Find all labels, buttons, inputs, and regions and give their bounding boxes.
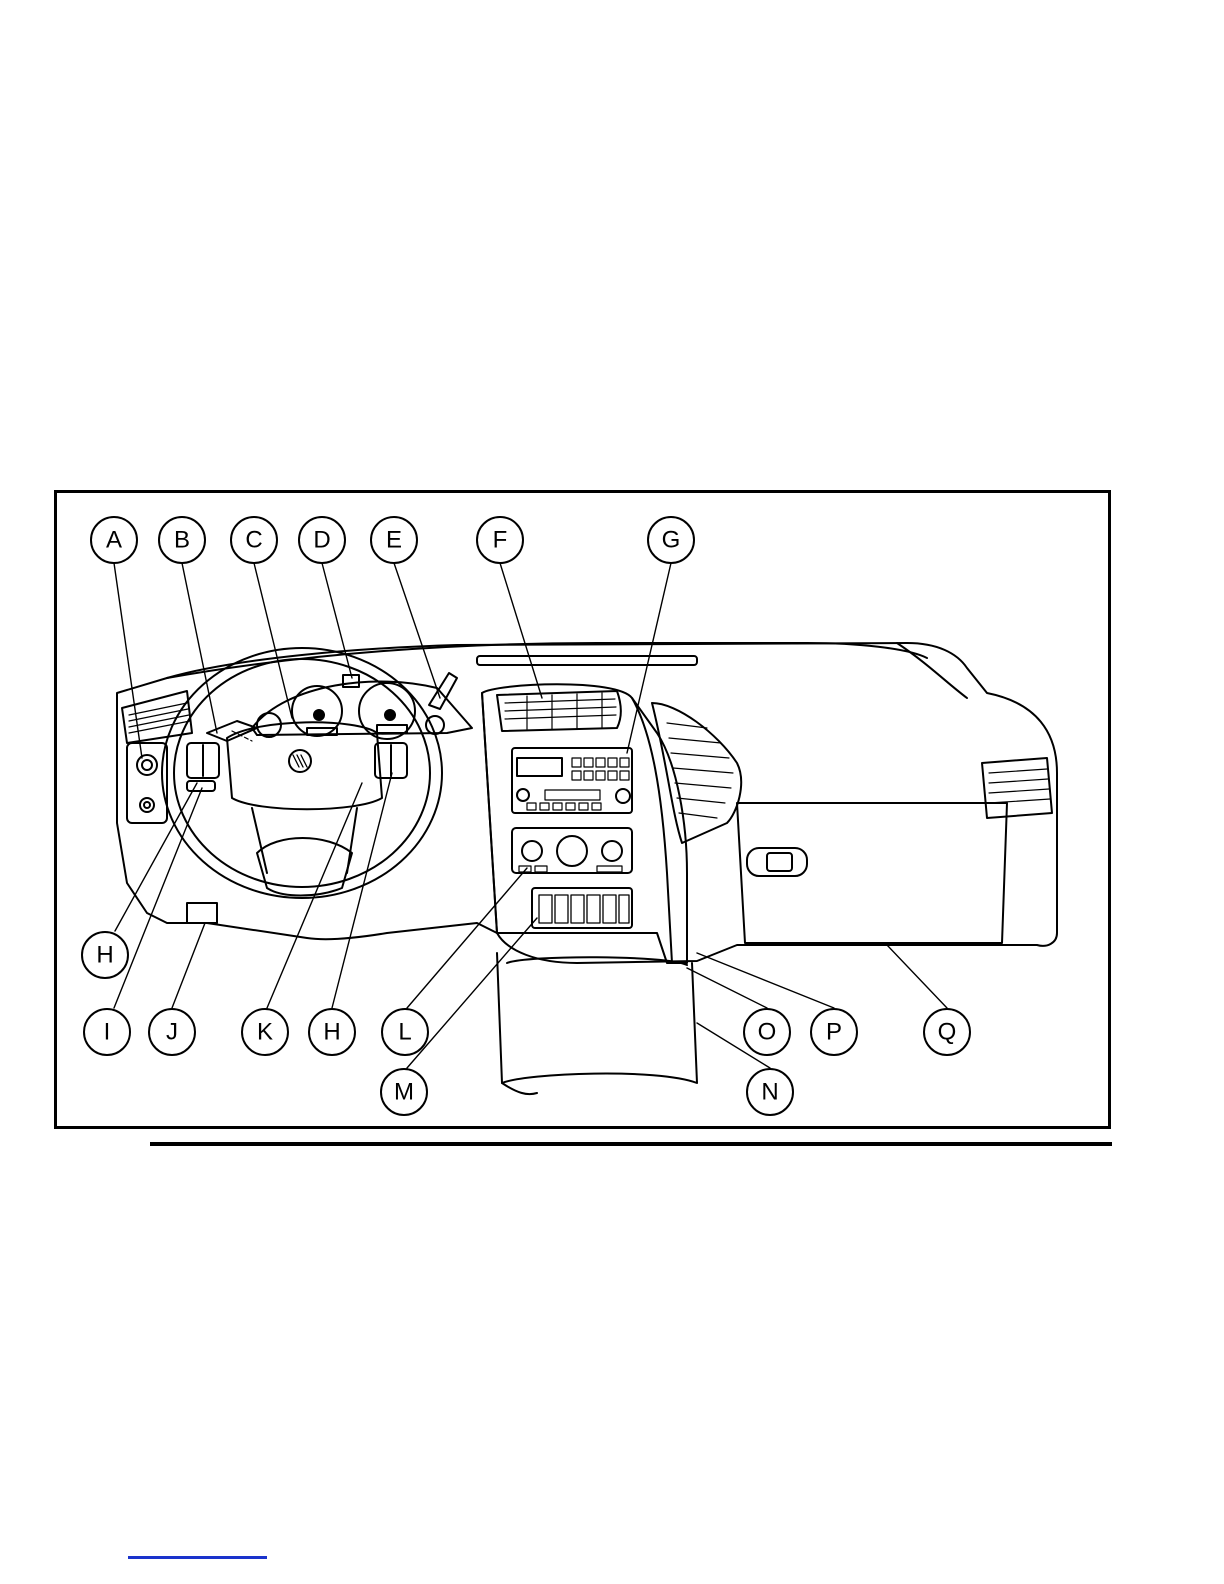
callout-label-g: G [662, 527, 681, 554]
callout-label-f: F [493, 527, 508, 554]
callout-label-c: C [245, 527, 262, 554]
callout-label-h-left: H [96, 942, 113, 969]
callout-label-a: A [106, 527, 122, 554]
callout-label-k: K [257, 1019, 273, 1046]
callout-label-m: M [394, 1079, 414, 1106]
callout-label-q: Q [938, 1019, 957, 1046]
section-divider-rule [150, 1142, 1112, 1146]
callout-label-l: L [398, 1019, 411, 1046]
hood-release [187, 903, 217, 923]
callout-label-p: P [826, 1019, 842, 1046]
callout-label-e: E [386, 527, 402, 554]
callout-label-b: B [174, 527, 190, 554]
center-console [497, 953, 697, 1083]
passenger-air-vent [982, 758, 1052, 818]
callout-label-j: J [166, 1019, 178, 1046]
glove-box [737, 803, 1007, 943]
callout-label-n: N [761, 1079, 778, 1106]
callout-label-o: O [758, 1019, 777, 1046]
callout-label-h-right: H [323, 1019, 340, 1046]
defroster-vent [477, 656, 697, 665]
instrument-panel-illustration: A B C D E F G H I J K H L M N O P Q [57, 493, 1108, 1126]
instrument-panel-figure: A B C D E F G H I J K H L M N O P Q [54, 490, 1111, 1129]
callout-label-i: I [104, 1019, 111, 1046]
switch-bank [532, 888, 632, 928]
callout-label-d: D [313, 527, 330, 554]
footer-link-underline[interactable] [128, 1556, 267, 1559]
